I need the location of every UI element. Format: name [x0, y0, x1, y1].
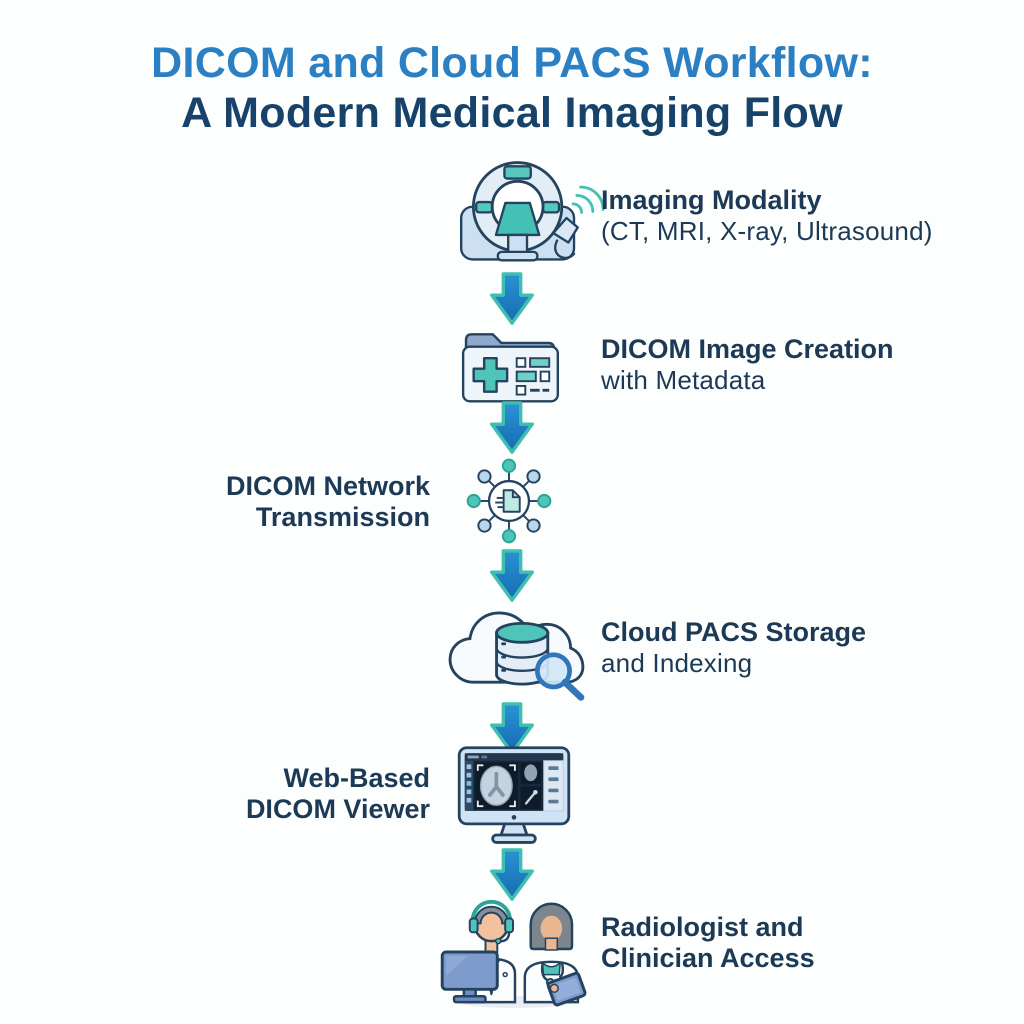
- ct-scanner-ultrasound-icon: [438, 140, 616, 286]
- step-label-imaging-modality: Imaging Modality (CT, MRI, X-ray, Ultras…: [601, 185, 933, 247]
- network-hub-document-icon: [440, 445, 578, 562]
- step-label-line: Imaging Modality: [601, 185, 822, 215]
- step-label-line: Radiologist and: [601, 912, 804, 942]
- step-label-line: DICOM Viewer: [245, 794, 430, 824]
- step-label-line: DICOM Image Creation: [601, 334, 894, 364]
- flow-arrow-down-icon: [487, 701, 537, 757]
- step-label-line: (CT, MRI, X-ray, Ultrasound): [601, 216, 933, 246]
- step-label-line: Web-Based: [283, 763, 430, 793]
- step-label-radiologist-clinician-access: Radiologist and Clinician Access: [601, 912, 815, 974]
- diagram-title-line1: DICOM and Cloud PACS Workflow:: [151, 39, 873, 87]
- flow-arrow-down-icon: [487, 847, 537, 903]
- step-label-line: Clinician Access: [601, 943, 815, 973]
- flow-arrow-down-icon: [487, 271, 537, 327]
- diagram-title-line2: A Modern Medical Imaging Flow: [181, 89, 843, 137]
- step-label-line: DICOM Network: [225, 471, 430, 501]
- medical-folder-metadata-icon: [447, 309, 573, 422]
- step-label-line: Transmission: [255, 502, 430, 532]
- step-label-cloud-pacs-storage: Cloud PACS Storage and Indexing: [601, 617, 866, 679]
- monitor-dicom-viewer-icon: [442, 734, 586, 863]
- step-label-line: Cloud PACS Storage: [601, 617, 867, 647]
- cloud-database-search-icon: [430, 583, 602, 720]
- flow-arrow-down-icon: [487, 548, 537, 604]
- flow-arrow-down-icon: [487, 400, 537, 456]
- step-label-line: and Indexing: [601, 648, 753, 678]
- step-label-dicom-network-transmission: DICOM Network Transmission: [130, 471, 430, 533]
- step-label-dicom-image-creation: DICOM Image Creation with Metadata: [601, 334, 894, 396]
- step-label-line: with Metadata: [601, 365, 766, 395]
- radiologist-clinician-icon: [430, 881, 598, 1024]
- step-label-web-based-dicom-viewer: Web-Based DICOM Viewer: [130, 763, 430, 825]
